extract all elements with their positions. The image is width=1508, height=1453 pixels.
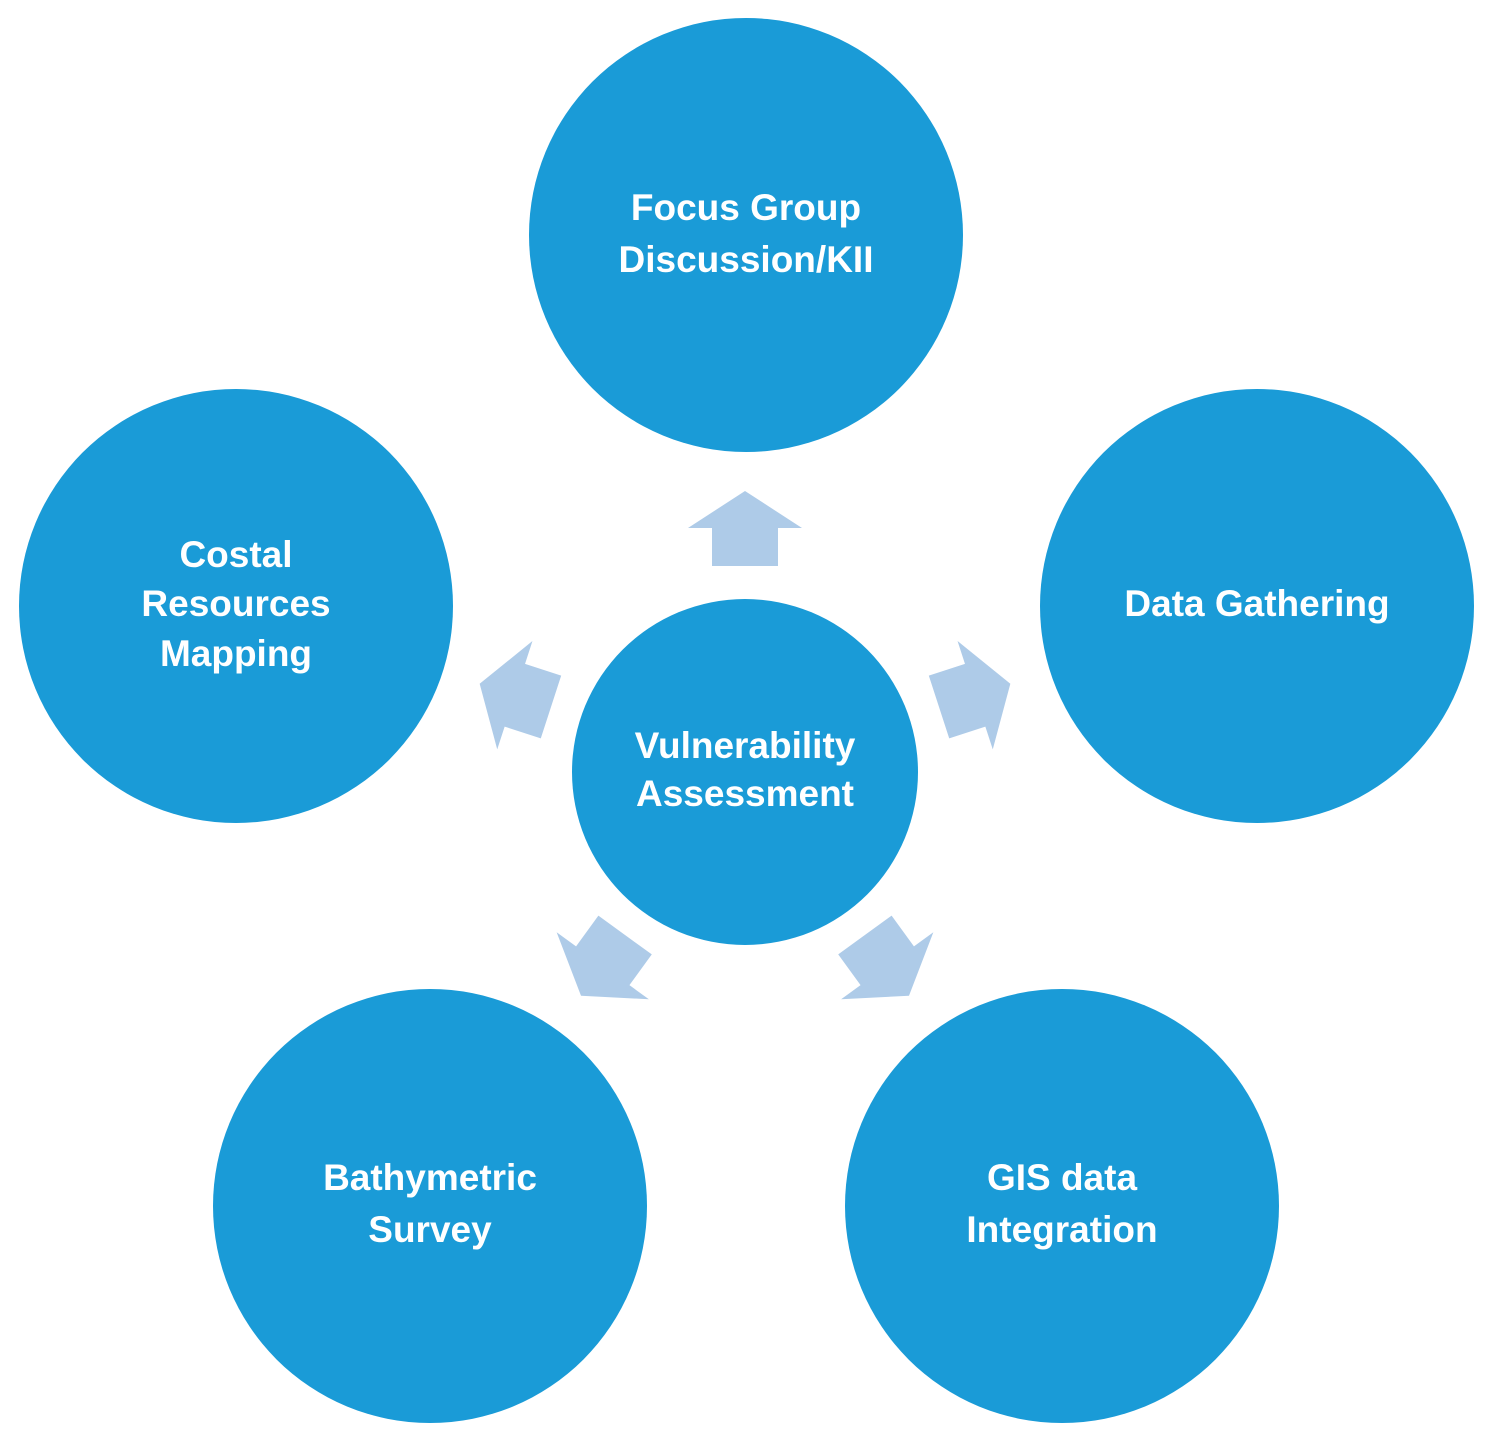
arrows [479, 491, 1011, 1000]
center-label-line-1: Vulnerability [635, 725, 856, 766]
gis-label-line-2: Integration [966, 1209, 1157, 1250]
focus-group-label-line-1: Focus Group [631, 187, 861, 228]
node-data-gathering: Data Gathering [1040, 389, 1474, 823]
arrow-to-costal-resources-mapping-icon [479, 641, 562, 750]
arrow-to-gis-data-integration-icon [838, 915, 934, 1000]
focus-group-label-line-2: Discussion/KII [619, 239, 874, 280]
gis-label-line-1: GIS data [987, 1157, 1138, 1198]
data-gathering-label: Data Gathering [1124, 583, 1389, 624]
bathymetric-label-line-2: Survey [368, 1209, 492, 1250]
arrow-to-focus-group-icon [688, 491, 802, 566]
node-costal-resources-mapping: Costal Resources Mapping [19, 389, 453, 823]
node-focus-group-discussion: Focus Group Discussion/KII [529, 18, 963, 452]
node-gis-data-integration: GIS data Integration [845, 989, 1279, 1423]
center-node-vulnerability-assessment: Vulnerability Assessment [572, 599, 918, 945]
node-bathymetric-survey: Bathymetric Survey [213, 989, 647, 1423]
costal-label-line-3: Mapping [160, 633, 312, 674]
arrow-to-bathymetric-survey-icon [556, 915, 652, 1000]
bathymetric-label-line-1: Bathymetric [323, 1157, 537, 1198]
costal-label-line-1: Costal [179, 534, 292, 575]
arrow-to-data-gathering-icon [928, 641, 1011, 750]
costal-label-line-2: Resources [141, 583, 330, 624]
center-label-line-2: Assessment [636, 773, 854, 814]
